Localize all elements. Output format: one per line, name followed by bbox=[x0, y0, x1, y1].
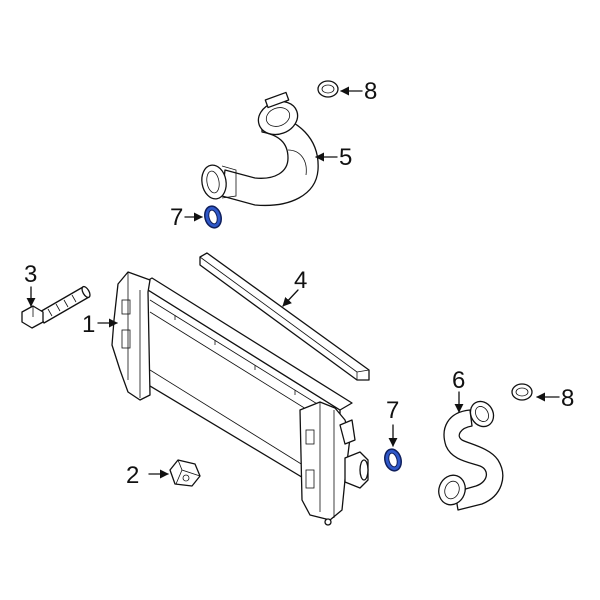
callout-labels: 1 2 3 4 5 6 7 7 8 8 bbox=[24, 78, 574, 489]
callout-7-lower: 7 bbox=[386, 397, 399, 424]
callout-8-upper: 8 bbox=[364, 78, 377, 105]
callout-2: 2 bbox=[126, 462, 139, 489]
callout-1: 1 bbox=[82, 311, 95, 338]
part-2-bracket bbox=[169, 459, 201, 487]
part-6-lower-hose bbox=[438, 400, 504, 511]
callout-8-lower: 8 bbox=[561, 385, 574, 412]
leader-4 bbox=[282, 289, 299, 307]
part-8-washer-upper bbox=[317, 80, 339, 98]
part-5-upper-hose bbox=[201, 91, 319, 207]
part-7-seal-upper bbox=[204, 205, 222, 229]
callout-5: 5 bbox=[339, 144, 352, 171]
callout-7-upper: 7 bbox=[170, 204, 183, 231]
leader-lines bbox=[26, 86, 560, 479]
callout-4: 4 bbox=[294, 267, 307, 294]
part-7-seal-lower bbox=[384, 448, 402, 472]
part-1-intercooler bbox=[111, 271, 369, 526]
callout-6: 6 bbox=[452, 367, 465, 394]
part-4-strip bbox=[199, 252, 370, 381]
callout-3: 3 bbox=[24, 261, 37, 288]
part-8-washer-lower bbox=[511, 383, 533, 401]
